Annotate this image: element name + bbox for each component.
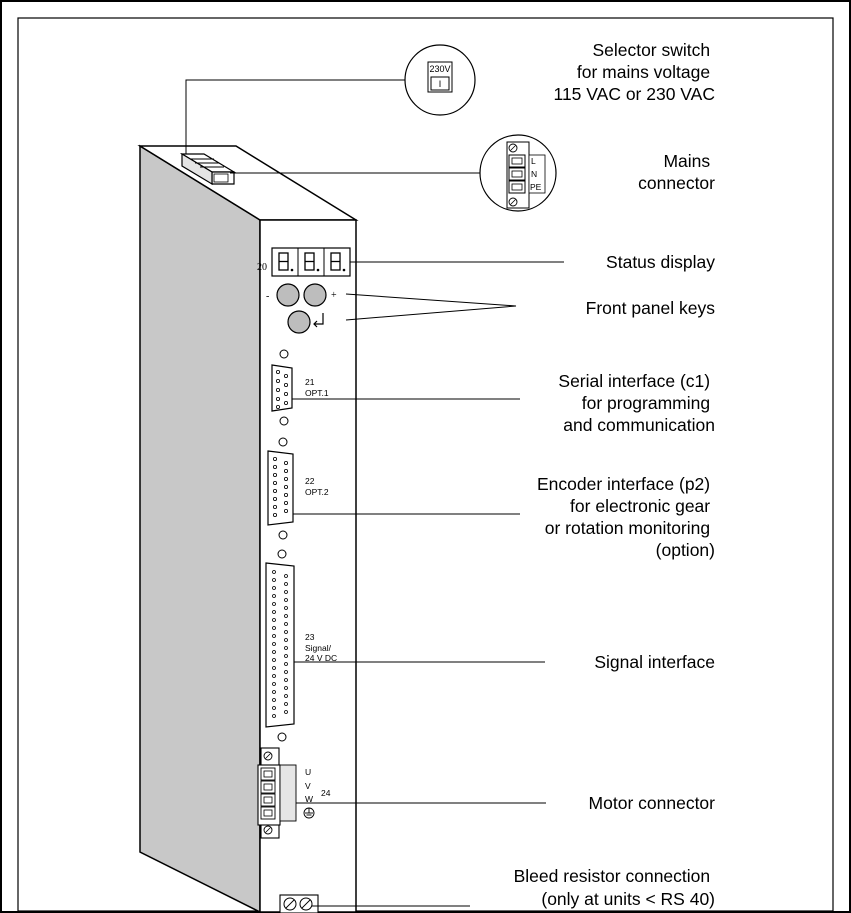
key-plus-label: +: [331, 290, 337, 301]
key-minus-label: -: [266, 291, 269, 302]
switch-lever[interactable]: [430, 76, 450, 91]
minus-key[interactable]: [276, 283, 300, 307]
mains-connector-block[interactable]: [506, 141, 546, 209]
callout-serial-interface: Serial interface (c1) for programming an…: [558, 371, 715, 435]
bleed-resistor-terminals[interactable]: [279, 894, 319, 913]
leader-front-panel-keys: [345, 293, 517, 321]
serial-port-connector[interactable]: [271, 364, 293, 412]
plus-key[interactable]: [303, 283, 327, 307]
seven-segment-digit-1: [278, 252, 294, 272]
voltage-selector-switch[interactable]: [179, 152, 237, 186]
callout-bleed-resistor: Bleed resistor connection (only at units…: [514, 866, 715, 909]
port22-name: OPT.2: [305, 487, 329, 497]
port21-name: OPT.1: [305, 388, 329, 398]
signal-port-connector[interactable]: [265, 562, 295, 728]
switch-voltage-label: 230V: [429, 64, 450, 74]
motor-connector-block[interactable]: [257, 747, 297, 839]
terminal-label-PE: PE: [530, 182, 542, 192]
callout-encoder-interface: Encoder interface (p2) for electronic ge…: [537, 474, 715, 560]
leader-selector-switch: [185, 79, 406, 154]
switch-position-label: I: [439, 79, 442, 89]
ground-icon: [303, 807, 315, 819]
callout-motor-connector: Motor connector: [589, 793, 716, 813]
callout-front-panel-keys: Front panel keys: [586, 298, 716, 318]
port23-name-line2: 24 V DC: [305, 653, 337, 663]
port24-number: 24: [321, 788, 331, 798]
callout-selector-switch: Selector switch for mains voltage 115 VA…: [554, 40, 715, 104]
port21-mount-hole: [279, 416, 289, 426]
enter-key[interactable]: [287, 310, 311, 334]
enter-arrow-icon: [313, 313, 324, 328]
terminal-label-N: N: [531, 169, 537, 179]
port23-number: 23: [305, 632, 315, 642]
motor-terminal-W: W: [305, 794, 313, 804]
port21-mount-hole: [279, 349, 289, 359]
motor-terminal-V: V: [305, 781, 311, 791]
port22-number: 22: [305, 476, 315, 486]
callout-status-display: Status display: [606, 252, 715, 272]
port21-number: 21: [305, 377, 315, 387]
seven-segment-digit-2: [304, 252, 320, 272]
display-number-label: 20: [257, 262, 267, 273]
housing-side-face: [139, 144, 261, 913]
seven-segment-digit-3: [330, 252, 346, 272]
port22-mount-hole: [278, 530, 288, 540]
port22-mount-hole: [278, 437, 288, 447]
motor-terminal-U: U: [305, 767, 311, 777]
port23-mount-hole: [277, 549, 287, 559]
encoder-port-connector[interactable]: [267, 450, 294, 526]
port23-name-line1: Signal/: [305, 643, 332, 653]
figure-border: [17, 17, 834, 912]
port23-mount-hole: [277, 732, 287, 742]
terminal-label-L: L: [531, 156, 536, 166]
callout-signal-interface: Signal interface: [594, 652, 715, 672]
callout-mains-connector: Mains connector: [638, 151, 715, 193]
